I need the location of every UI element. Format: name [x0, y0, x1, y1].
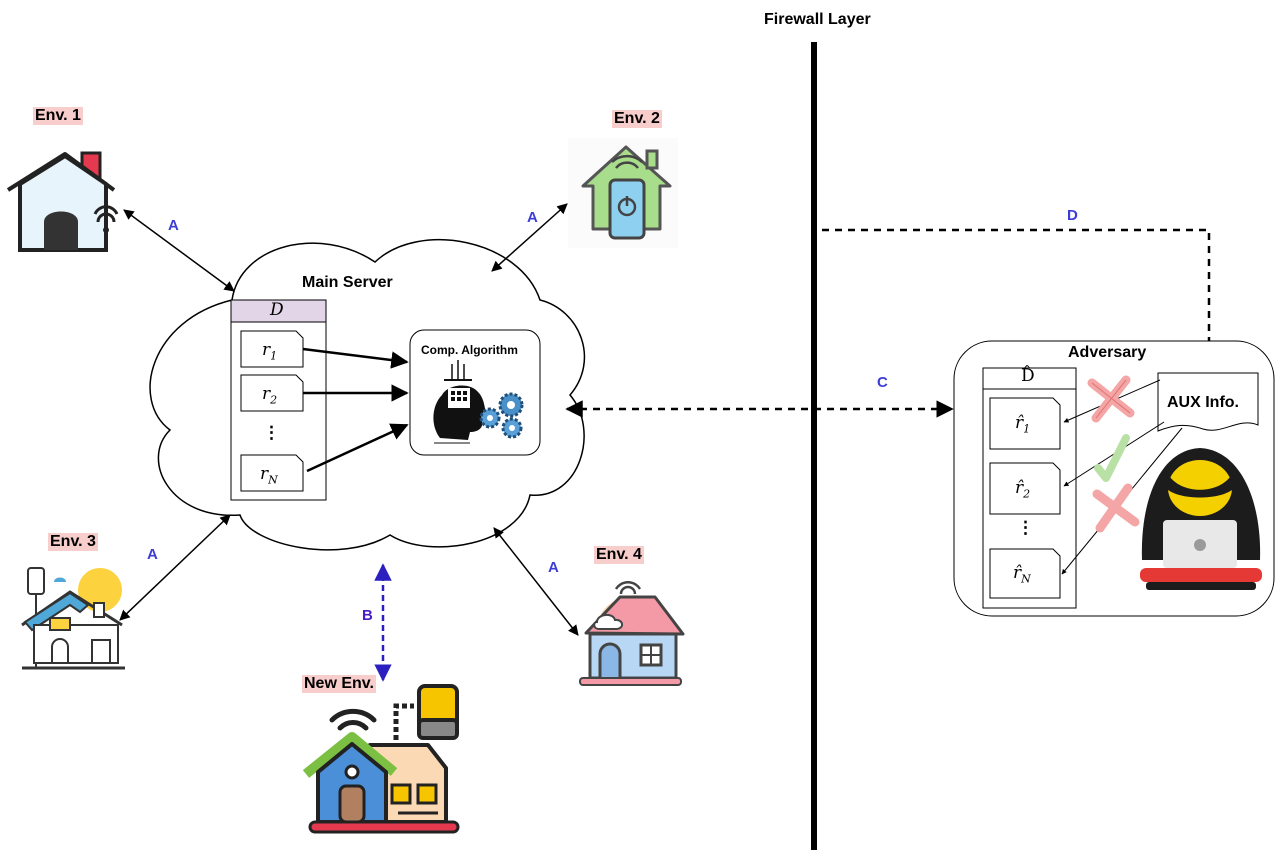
edge-a-label-env4: A — [548, 559, 559, 576]
edge-c-label: C — [877, 374, 888, 391]
adversary-record-n: r̂N — [1013, 563, 1031, 586]
dataset-d-header-label: D — [270, 300, 284, 320]
cross-mark-icon — [1087, 375, 1135, 423]
env1-house-icon — [6, 151, 119, 252]
comp-algorithm-label: Comp. Algorithm — [421, 343, 518, 357]
edge-a-env2 — [491, 203, 568, 272]
gears-icon — [479, 392, 524, 439]
env2-house-icon — [568, 138, 678, 248]
edge-d-label: D — [1067, 207, 1078, 224]
env2-label: Env. 2 — [612, 110, 662, 128]
adversary-record-1: r̂1 — [1015, 413, 1031, 436]
edge-a-label-env2: A — [527, 209, 538, 226]
adversary-label: Adversary — [1068, 344, 1147, 361]
edge-b-label: B — [362, 607, 373, 624]
record-doc — [989, 548, 1061, 599]
env4-label: Env. 4 — [594, 546, 644, 564]
adversary-record-2: r̂2 — [1015, 478, 1031, 501]
env3-label: Env. 3 — [48, 533, 98, 551]
dataset-dhat-header-label: D̂ — [1021, 366, 1035, 386]
edge-a-env1 — [123, 209, 235, 292]
edge-a-label-env3: A — [147, 546, 158, 563]
env3-house-icon — [21, 567, 125, 670]
record-doc — [989, 462, 1061, 515]
edge-a-env4 — [493, 527, 579, 636]
record-1-to-algorithm-arrow — [302, 347, 409, 369]
record-n-to-algorithm-arrow — [306, 423, 409, 473]
server-record-n: rN — [260, 464, 278, 487]
new-env-label: New Env. — [302, 675, 376, 693]
server-records — [240, 330, 304, 492]
record-doc — [240, 374, 304, 412]
check-mark-icon — [1094, 434, 1130, 482]
cross-mark-icon — [1092, 483, 1140, 533]
edge-a-env3 — [119, 514, 231, 621]
server-record-2: r2 — [262, 384, 278, 407]
env4-house-icon — [579, 580, 685, 686]
edge-a-label-env1: A — [168, 217, 179, 234]
dataset-d-header — [230, 299, 327, 323]
aux-info-document — [1157, 372, 1259, 432]
hacker-icon — [1140, 448, 1262, 590]
adversary-ellipsis: ⋮ — [1017, 518, 1034, 538]
server-ellipsis: ⋮ — [263, 423, 280, 443]
firewall-label: Firewall Layer — [764, 11, 871, 28]
record-doc — [989, 397, 1061, 450]
ai-head-icon — [433, 360, 488, 444]
aux-info-label: AUX Info. — [1167, 394, 1239, 411]
server-record-1: r1 — [262, 340, 278, 363]
record-doc — [240, 330, 304, 368]
new-env-house-icon — [302, 684, 460, 834]
main-server-label: Main Server — [302, 274, 393, 291]
adversary-records — [989, 397, 1061, 599]
record-doc — [240, 454, 304, 492]
env1-label: Env. 1 — [33, 107, 83, 125]
